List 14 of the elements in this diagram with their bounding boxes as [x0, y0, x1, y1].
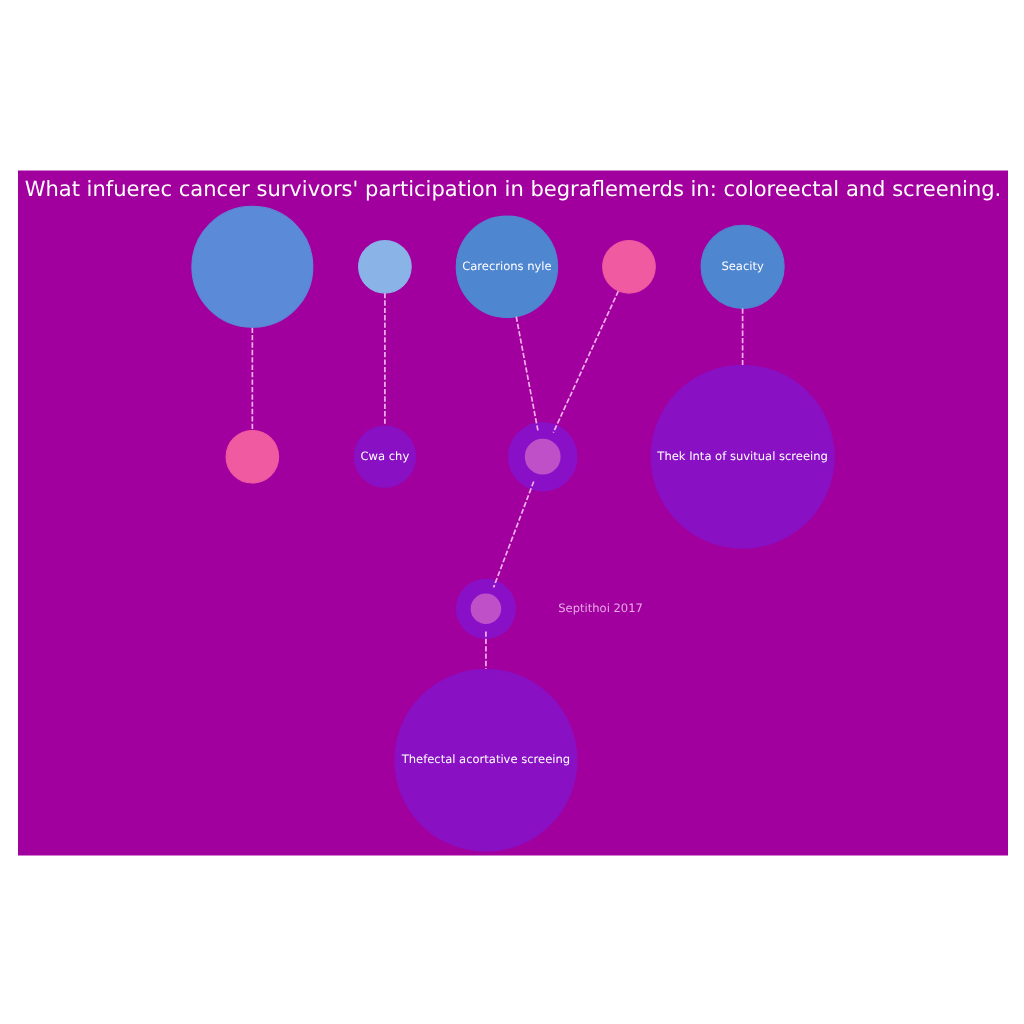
diagram-title: What infuerec cancer survivors' participation in begraflemerds in: coloreectal and screening. [23, 176, 1001, 201]
connector [383, 291, 385, 426]
connector [491, 479, 534, 588]
connector [250, 325, 253, 431]
connector [514, 314, 538, 431]
node-circle [601, 239, 655, 293]
node-circle [454, 577, 515, 638]
connector [484, 629, 486, 669]
node-circle [357, 239, 411, 293]
connector [551, 289, 619, 433]
node-circle [507, 421, 577, 491]
connector [740, 306, 743, 365]
node-circle [224, 428, 279, 483]
node-circle [190, 204, 313, 327]
